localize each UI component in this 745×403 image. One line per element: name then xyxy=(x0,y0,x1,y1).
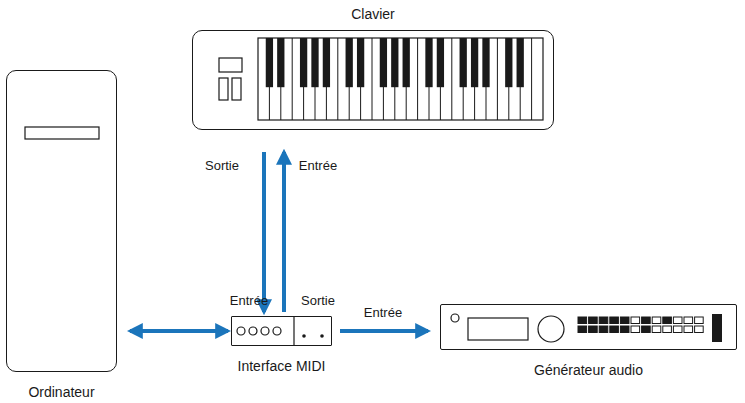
computer-box: Ordinateur xyxy=(6,70,117,372)
midi-port xyxy=(261,327,269,335)
port-label: Sortie xyxy=(205,158,239,174)
black-key xyxy=(505,38,512,87)
button-grid xyxy=(578,317,703,333)
white-key xyxy=(497,38,498,120)
device-label: Générateur audio xyxy=(534,362,643,379)
port-label: Sortie xyxy=(301,293,335,309)
panel-button xyxy=(684,317,693,324)
interface-box: Interface MIDI xyxy=(231,316,332,346)
panel-button xyxy=(652,326,661,333)
keyboard-display xyxy=(219,58,242,72)
panel-button xyxy=(610,326,619,333)
panel-button xyxy=(695,326,704,333)
panel-button xyxy=(684,326,693,333)
port-label: Entrée xyxy=(230,293,268,309)
black-key xyxy=(403,38,410,87)
black-key xyxy=(517,38,524,87)
device-label: Interface MIDI xyxy=(238,358,326,375)
white-key xyxy=(417,38,418,120)
black-key xyxy=(346,38,353,87)
panel-button xyxy=(620,326,629,333)
panel-button xyxy=(642,317,651,324)
panel-button xyxy=(578,326,587,333)
white-key xyxy=(372,38,373,120)
knob xyxy=(538,316,564,342)
port-label: Entrée xyxy=(299,158,337,174)
panel-button xyxy=(663,317,672,324)
panel-button xyxy=(620,317,629,324)
panel-divider xyxy=(293,316,294,346)
generator-box: Générateur audio xyxy=(440,304,737,350)
panel-button xyxy=(599,317,608,324)
midi-cable-arrow xyxy=(282,152,286,312)
mod-wheel xyxy=(232,78,241,100)
keyboard-box: Clavier xyxy=(192,30,554,130)
black-key xyxy=(266,38,273,87)
led-dot xyxy=(302,334,306,338)
midi-cable-arrow xyxy=(130,329,228,333)
midi-cable-arrow xyxy=(340,329,428,333)
midi-port xyxy=(249,327,257,335)
midi-port xyxy=(273,327,281,335)
white-key xyxy=(337,38,338,120)
black-key xyxy=(323,38,330,87)
midi-cable-arrow xyxy=(262,152,266,312)
panel-button xyxy=(589,317,598,324)
black-key xyxy=(437,38,444,87)
black-key xyxy=(311,38,318,87)
panel-button xyxy=(695,317,704,324)
pitch-wheel xyxy=(219,78,228,100)
panel-button xyxy=(610,317,619,324)
black-key xyxy=(380,38,387,87)
level-bar xyxy=(712,314,722,342)
white-key xyxy=(451,38,452,120)
panel-button xyxy=(631,326,640,333)
panel-button xyxy=(599,326,608,333)
black-key xyxy=(471,38,478,87)
panel-button xyxy=(652,317,661,324)
drive-slot xyxy=(25,127,99,139)
panel-button xyxy=(673,317,682,324)
display-screen xyxy=(468,318,528,340)
edge-label: Entrée xyxy=(362,305,404,321)
white-key xyxy=(292,38,293,120)
black-key xyxy=(460,38,467,87)
panel-button xyxy=(589,326,598,333)
white-key xyxy=(531,38,532,120)
black-key xyxy=(391,38,398,87)
black-key xyxy=(300,38,307,87)
panel-button xyxy=(673,326,682,333)
black-key xyxy=(482,38,489,87)
panel-button xyxy=(578,317,587,324)
device-label: Ordinateur xyxy=(28,384,94,401)
panel-button xyxy=(631,317,640,324)
piano-keys xyxy=(258,38,543,120)
black-key xyxy=(277,38,284,87)
midi-port xyxy=(237,327,245,335)
power-led xyxy=(451,314,459,322)
black-key xyxy=(357,38,364,87)
key-bed xyxy=(258,38,543,120)
panel-button xyxy=(663,326,672,333)
black-key xyxy=(425,38,432,87)
led-dot xyxy=(320,334,324,338)
device-label: Clavier xyxy=(351,6,395,23)
panel-button xyxy=(642,326,651,333)
